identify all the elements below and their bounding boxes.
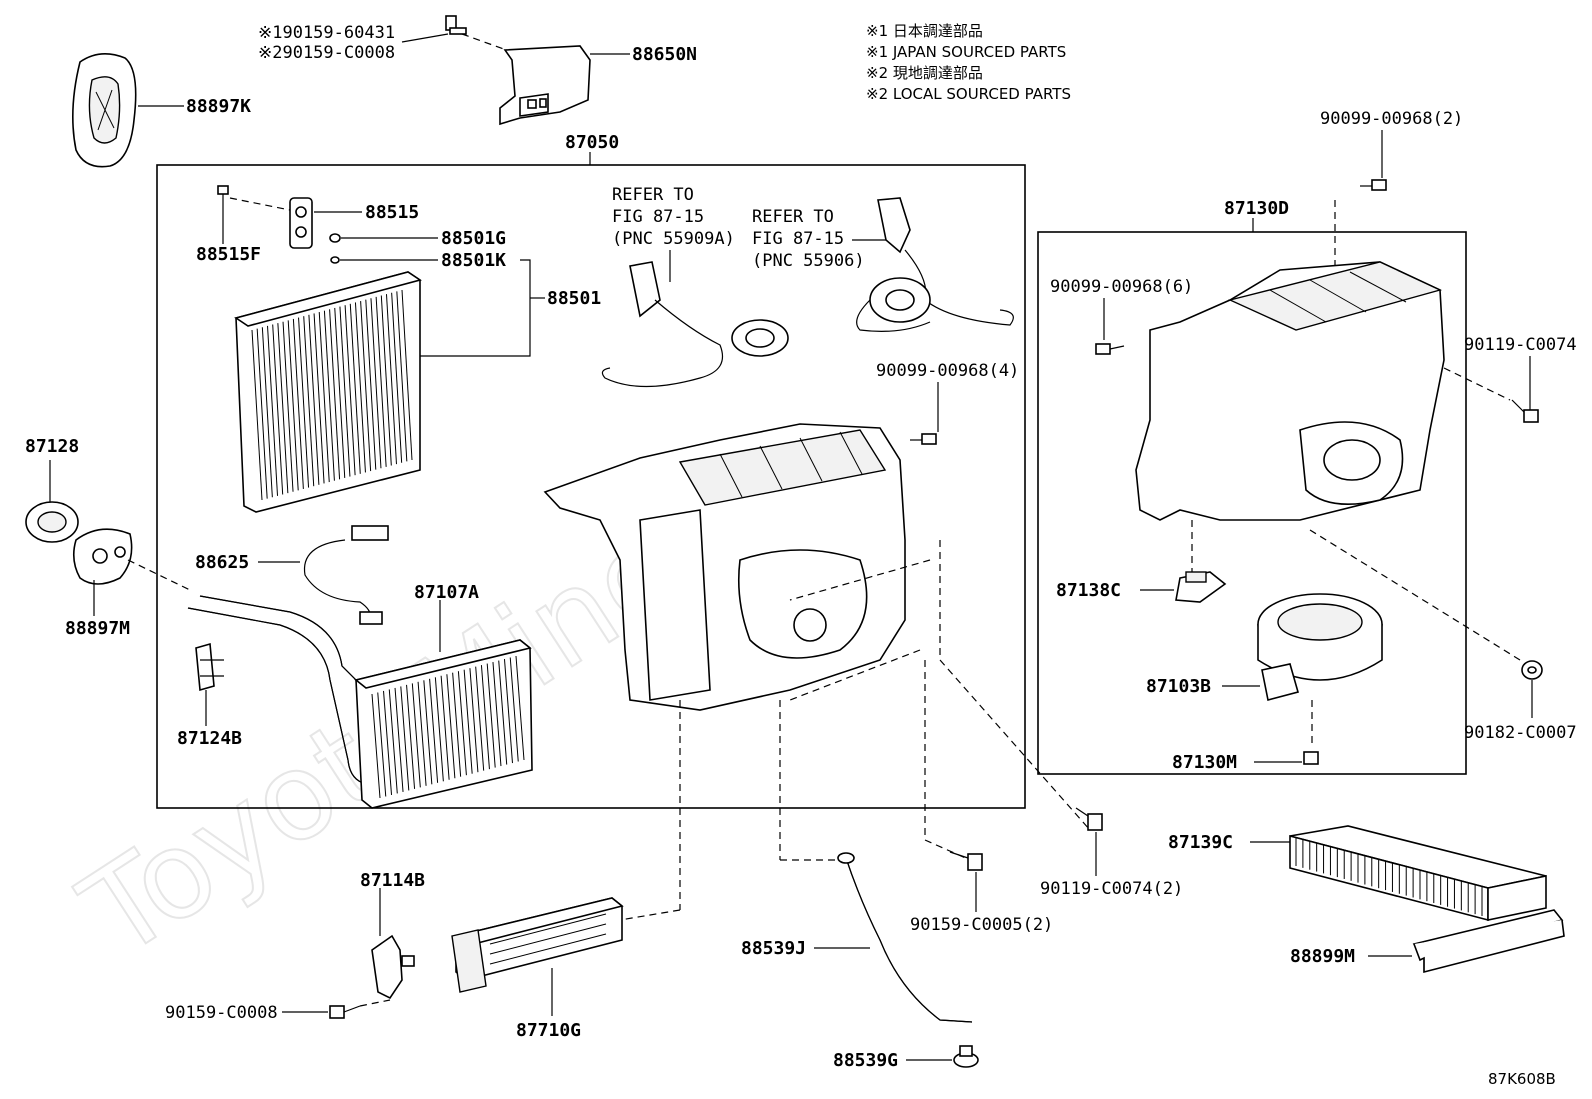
part-88897K-seal: [72, 53, 137, 168]
bolt-88515F-icon: [217, 185, 229, 222]
refer1-line1: REFER TO: [612, 185, 694, 205]
bolt-90099-6-icon: [1095, 343, 1125, 355]
label-88650N: 88650N: [632, 44, 697, 65]
part-88539G-cap: [953, 1045, 979, 1068]
label-87130M: 87130M: [1172, 752, 1237, 773]
bolt-90099-4-icon: [910, 433, 937, 445]
part-88625-sensor: [303, 525, 389, 625]
assembly-box-87050: [156, 164, 1026, 809]
label-87130D: 87130D: [1224, 198, 1289, 219]
label-90099-2: 90099-00968(2): [1320, 109, 1463, 129]
o-ring-88501G-icon: [329, 233, 341, 243]
part-hvac-housing: [543, 423, 906, 711]
bolt-top-icon: [445, 15, 467, 35]
label-90119-top: 90119-C0074: [1464, 335, 1577, 355]
label-87107A: 87107A: [414, 582, 479, 603]
label-87050: 87050: [565, 132, 619, 153]
label-90159-5: 90159-C0005(2): [910, 915, 1053, 935]
part-87124B-clamp: [195, 642, 224, 692]
refer1-line2: FIG 87-15: [612, 207, 704, 227]
part-87130D-blower-case: [1135, 261, 1445, 521]
refer2-line3: (PNC 55906): [752, 251, 865, 271]
part-87128-grommet: [25, 501, 79, 543]
part-87138C-clip: [1175, 571, 1227, 603]
part-88897M-plate: [72, 528, 133, 585]
wiring-55906: [856, 197, 1014, 332]
nut-90182-icon: [1521, 660, 1543, 680]
label-88515: 88515: [365, 202, 419, 223]
label-88897K: 88897K: [186, 96, 251, 117]
label-87139C: 87139C: [1168, 832, 1233, 853]
bolt-90159-5-icon: [949, 851, 983, 871]
label-87128: 87128: [25, 436, 79, 457]
note-line-2: ※1 JAPAN SOURCED PARTS: [866, 43, 1066, 61]
part-87107A-heater-core: [187, 595, 533, 809]
part-87139C-filter: [1289, 825, 1547, 922]
figure-code: 87K608B: [1488, 1070, 1556, 1088]
label-87103B: 87103B: [1146, 676, 1211, 697]
label-88899M: 88899M: [1290, 946, 1355, 967]
label-87124B: 87124B: [177, 728, 242, 749]
label-87138C: 87138C: [1056, 580, 1121, 601]
part-87710G-ptc-heater: [451, 897, 624, 993]
part-88501-evaporator: [234, 271, 422, 513]
label-90159-8: 90159-C0008: [165, 1003, 278, 1023]
bolt-87130M-icon: [1303, 751, 1319, 765]
part-88899M-strip: [1412, 909, 1565, 974]
assembly-box-87130D: [1037, 231, 1467, 775]
label-88515F: 88515F: [196, 244, 261, 265]
o-ring-88501K-icon: [330, 256, 340, 264]
bolt-90119-2-icon: [1075, 807, 1103, 831]
note-line-4: ※2 LOCAL SOURCED PARTS: [866, 85, 1071, 103]
bolt-90099-2-icon: [1360, 179, 1387, 191]
label-87114B: 87114B: [360, 870, 425, 891]
label-88539J: 88539J: [741, 938, 806, 959]
label-88539G: 88539G: [833, 1050, 898, 1071]
part-87114B-bracket: [371, 934, 415, 1000]
refer2-line1: REFER TO: [752, 207, 834, 227]
note-line-3: ※2 現地調達部品: [866, 64, 983, 82]
label-bolt-1: ※190159-60431: [258, 23, 395, 43]
wiring-55909A: [601, 261, 789, 388]
label-87710G: 87710G: [516, 1020, 581, 1041]
label-90099-6: 90099-00968(6): [1050, 277, 1193, 297]
label-88501G: 88501G: [441, 228, 506, 249]
note-line-1: ※1 日本調達部品: [866, 22, 983, 40]
label-88501K: 88501K: [441, 250, 506, 271]
part-88515-valve: [289, 197, 313, 249]
label-90099-4: 90099-00968(4): [876, 361, 1019, 381]
part-88650N-bracket: [499, 45, 591, 126]
label-90182: 90182-C0007: [1464, 723, 1577, 743]
refer1-line3: (PNC 55909A): [612, 229, 735, 249]
label-88501: 88501: [547, 288, 601, 309]
part-87103B-blower-motor: [1257, 593, 1383, 701]
bolt-90159-8-icon: [329, 1005, 361, 1019]
sourcing-notes: ※1 日本調達部品 ※1 JAPAN SOURCED PARTS ※2 現地調達…: [866, 22, 1071, 103]
bolt-90119-top-icon: [1511, 399, 1539, 423]
label-90119-2: 90119-C0074(2): [1040, 879, 1183, 899]
refer2-line2: FIG 87-15: [752, 229, 844, 249]
label-88625: 88625: [195, 552, 249, 573]
part-88539J-drain-hose: [837, 852, 973, 1023]
label-88897M: 88897M: [65, 618, 130, 639]
label-bolt-2: ※290159-C0008: [258, 43, 395, 63]
